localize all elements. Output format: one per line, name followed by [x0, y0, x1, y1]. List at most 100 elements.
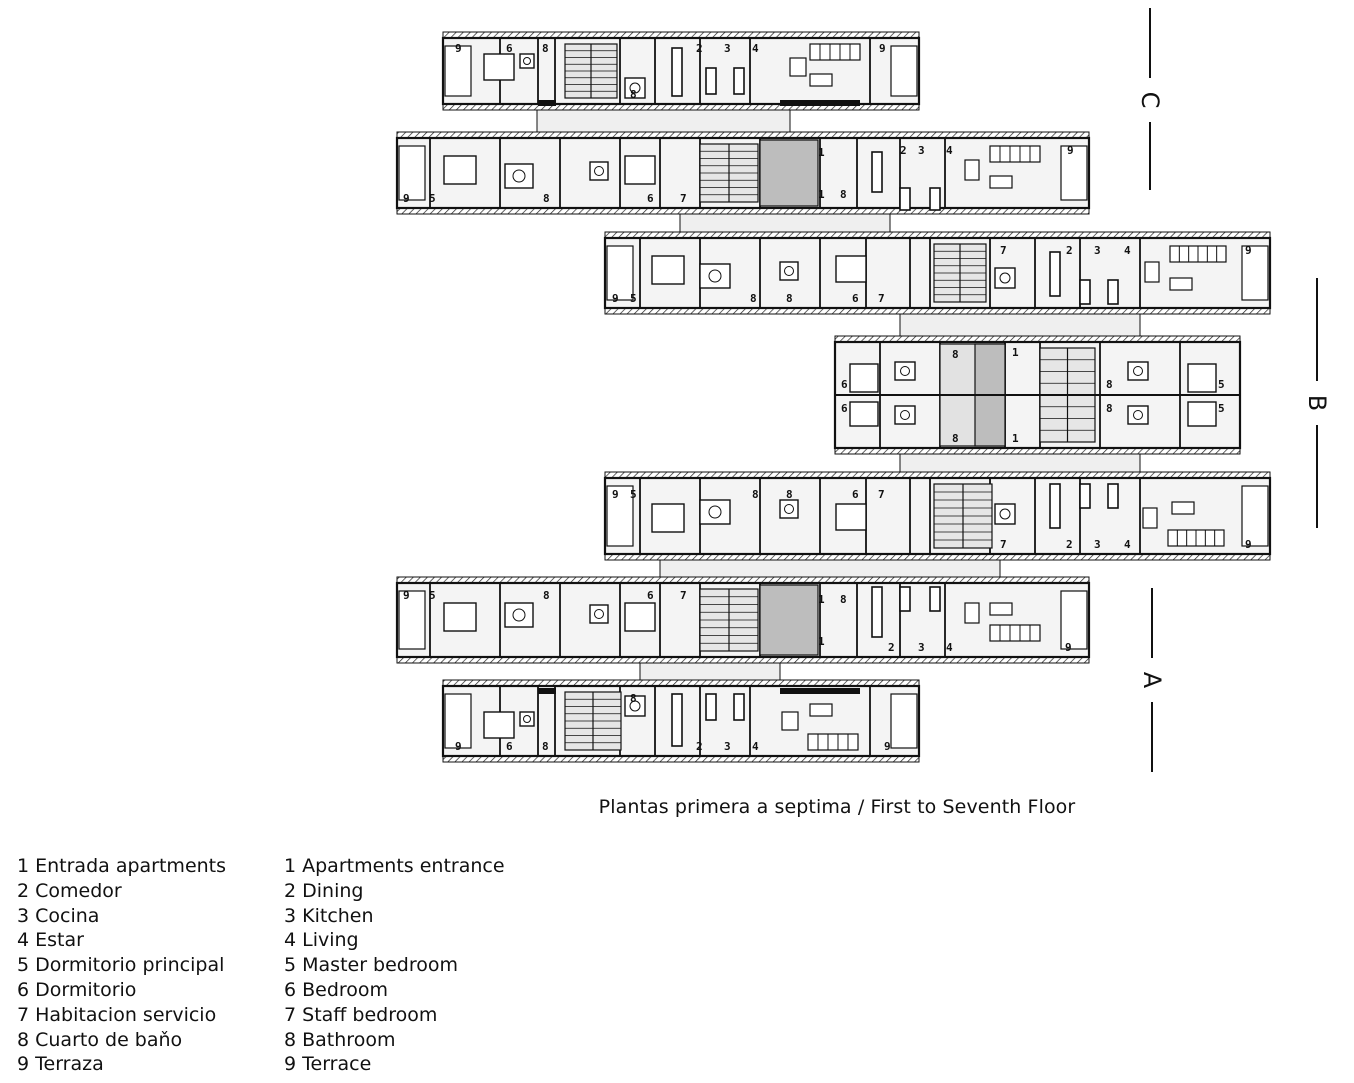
bed-symbol	[624, 602, 656, 632]
room-number-label: 8	[542, 740, 549, 753]
kitchen-counter-symbol	[1079, 279, 1091, 305]
bed-symbol	[835, 255, 867, 283]
wall-stub	[538, 688, 556, 694]
bathroom-fixture-symbol	[894, 361, 916, 381]
room-number-label: 9	[1245, 538, 1252, 551]
room-number-label: 9	[879, 42, 886, 55]
kitchen-counter-symbol	[929, 187, 941, 211]
terrace-right	[1060, 590, 1088, 650]
room-number-label: 5	[1218, 378, 1225, 391]
bed-symbol	[651, 255, 685, 285]
circulation-core	[759, 584, 819, 656]
legend-en-item: 8 Bathroom	[284, 1028, 396, 1051]
room-number-label: 9	[612, 292, 619, 305]
room-number-label: 4	[946, 144, 953, 157]
table-symbol	[789, 57, 807, 77]
room-number-label: 8	[840, 188, 847, 201]
legend-es-item: 9 Terraza	[17, 1053, 104, 1076]
room-number-label: 5	[429, 589, 436, 602]
table-symbol	[964, 602, 980, 624]
room-number-label: 4	[752, 42, 759, 55]
room-number-label: 3	[918, 641, 925, 654]
bathroom-fixture-symbol	[699, 263, 731, 289]
room-number-label: 1	[1012, 432, 1019, 445]
stair-symbol	[933, 243, 987, 303]
room-number-label: 3	[918, 144, 925, 157]
kitchen-counter-symbol	[871, 151, 883, 193]
section-label: C	[1136, 92, 1164, 109]
kitchen-counter-symbol	[705, 67, 717, 95]
terrace-right	[1241, 485, 1269, 547]
legend-es-item: 8 Cuarto de baňo	[17, 1028, 183, 1051]
legend-es-item: 6 Dormitorio	[17, 978, 137, 1001]
kitchen-counter-symbol	[1049, 251, 1061, 297]
legend-es-item: 2 Comedor	[17, 879, 122, 902]
room-number-label: 8	[786, 292, 793, 305]
table-symbol	[1169, 277, 1193, 291]
room-number-label: 2	[900, 144, 907, 157]
room-number-label: 6	[841, 378, 848, 391]
room-number-label: 5	[630, 488, 637, 501]
terrace-right	[890, 693, 918, 749]
room-number-label: 9	[612, 488, 619, 501]
room-number-label: 1	[818, 593, 825, 606]
bed-symbol	[849, 401, 879, 427]
room-number-label: 9	[455, 740, 462, 753]
bed-symbol	[443, 155, 477, 185]
table-symbol	[989, 602, 1013, 616]
kitchen-counter-symbol	[899, 187, 911, 211]
room-number-label: 2	[888, 641, 895, 654]
room-number-label: 1	[818, 188, 825, 201]
room-number-label: 8	[542, 42, 549, 55]
bathroom-fixture-symbol	[589, 161, 609, 181]
bathroom-fixture-symbol	[779, 261, 799, 281]
terrace-left	[444, 693, 472, 749]
stair-symbol	[933, 483, 993, 549]
room-number-label: 9	[1067, 144, 1074, 157]
kitchen-counter-symbol	[1049, 483, 1061, 529]
terrace-left	[606, 485, 634, 547]
stair-symbol	[699, 588, 759, 652]
link-corridor	[536, 105, 791, 135]
kitchen-counter-symbol	[671, 693, 683, 747]
link-corridor	[899, 313, 1141, 339]
room-number-label: 1	[1012, 346, 1019, 359]
room-number-label: 8	[1106, 378, 1113, 391]
room-number-label: 4	[1124, 538, 1131, 551]
room-number-label: 4	[752, 740, 759, 753]
room-number-label: 9	[403, 192, 410, 205]
room-number-label: 3	[724, 42, 731, 55]
wall-stub	[780, 100, 860, 106]
terrace-right	[890, 45, 918, 97]
kitchen-counter-symbol	[899, 586, 911, 612]
room-number-label: 5	[1218, 402, 1225, 415]
legend-es-item: 4 Estar	[17, 929, 84, 952]
room-number-label: 5	[429, 192, 436, 205]
circulation-core	[759, 139, 819, 207]
room-number-label: 8	[952, 348, 959, 361]
sofa-symbol	[809, 43, 861, 61]
room-number-label: 3	[1094, 244, 1101, 257]
legend-en-item: 9 Terrace	[284, 1053, 372, 1076]
room-number-label: 7	[680, 589, 687, 602]
room-number-label: 9	[403, 589, 410, 602]
terrace-left	[398, 145, 426, 201]
wall-stub	[538, 100, 556, 106]
room-number-label: 8	[630, 88, 637, 101]
legend-en-item: 2 Dining	[284, 879, 364, 902]
section-label: B	[1303, 395, 1331, 411]
room-number-label: 8	[543, 589, 550, 602]
legend-es-item: 3 Cocina	[17, 904, 100, 927]
room-number-label: 2	[1066, 244, 1073, 257]
room-number-label: 8	[1106, 402, 1113, 415]
section-label: A	[1138, 672, 1166, 689]
bed-symbol	[651, 503, 685, 533]
terrace-left	[606, 245, 634, 301]
bathroom-fixture-symbol	[699, 499, 731, 525]
room-number-label: 6	[852, 488, 859, 501]
kitchen-counter-symbol	[733, 693, 745, 721]
